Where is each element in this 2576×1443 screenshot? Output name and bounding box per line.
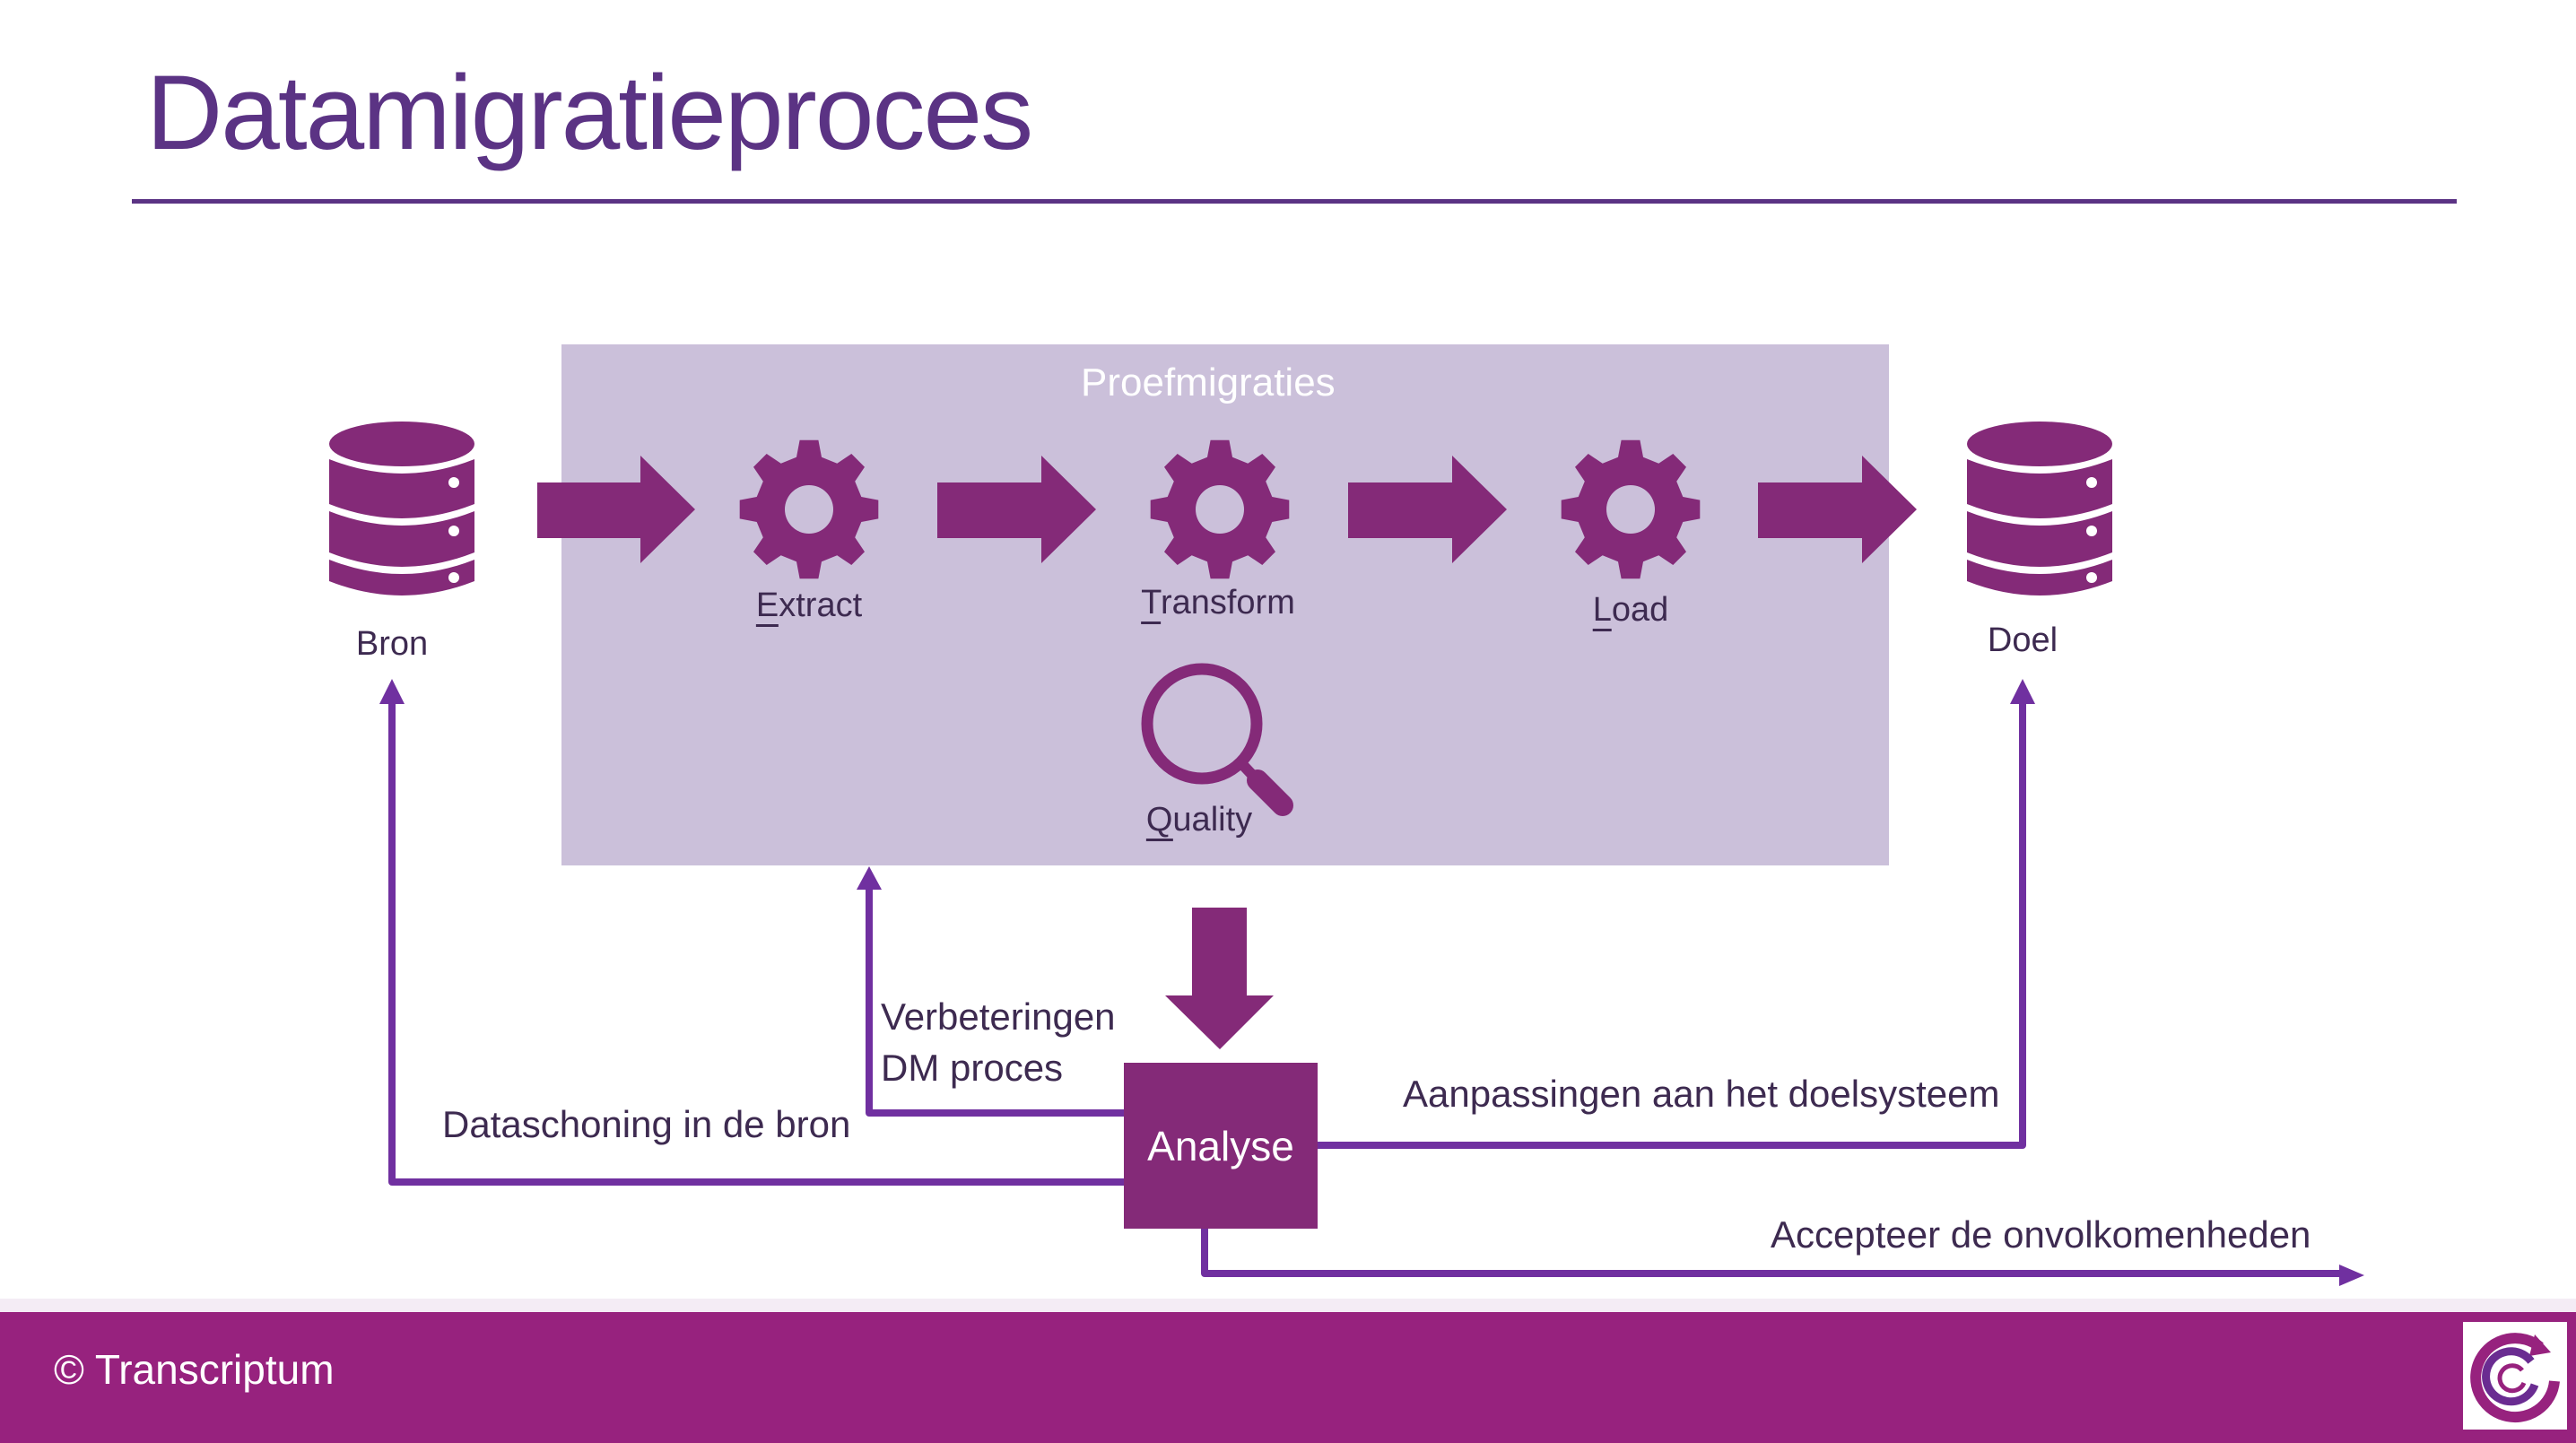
footer-copyright: © Transcriptum — [54, 1346, 335, 1393]
arrowhead-doel — [2010, 679, 2035, 704]
quality-accel: Q — [1145, 801, 1173, 841]
transform-label: Transform — [1141, 584, 1295, 624]
transcriptum-logo-icon — [2463, 1322, 2567, 1430]
load-label: Load — [1592, 591, 1668, 631]
flow-arrow-to-analyse — [1165, 908, 1274, 1049]
doel-database-icon — [1967, 422, 2112, 595]
connector-to-doel — [1318, 704, 2026, 1149]
arrowhead-accept — [2339, 1265, 2364, 1286]
arrowhead-proces — [857, 866, 882, 890]
extract-gear-icon — [739, 439, 879, 579]
extract-label: Extract — [755, 587, 862, 627]
adjust-target-label: Aanpassingen aan het doelsysteem — [1403, 1073, 2000, 1115]
footer-bar — [0, 1312, 2576, 1443]
flow-arrow-load-doel — [1758, 456, 1917, 563]
slide-title: Datamigratieproces — [146, 54, 1033, 172]
load-gear-icon — [1561, 439, 1701, 579]
improve-process-label-line2: DM proces — [881, 1047, 1064, 1089]
improve-process-label-line1: Verbeteringen — [881, 995, 1116, 1038]
flow-arrow-transform-load — [1348, 456, 1507, 563]
analyse-label: Analyse — [1147, 1122, 1294, 1169]
title-divider — [132, 199, 2457, 204]
bron-database-icon — [329, 422, 474, 595]
flow-arrow-extract-transform — [937, 456, 1096, 563]
quality-label: Quality — [1145, 801, 1252, 841]
connector-accept — [1201, 1229, 2341, 1277]
load-accel: L — [1592, 591, 1612, 631]
doel-label: Doel — [1987, 622, 2058, 659]
bron-label: Bron — [355, 625, 429, 663]
proefmigraties-label: Proefmigraties — [1081, 361, 1336, 404]
connector-to-bron — [388, 704, 1124, 1186]
flow-arrow-bron-extract — [537, 456, 695, 563]
extract-accel: E — [755, 587, 779, 627]
transform-gear-icon — [1150, 439, 1290, 579]
cleanse-source-label: Dataschoning in de bron — [442, 1103, 851, 1145]
magnifier-icon — [1141, 663, 1293, 816]
accept-label: Accepteer de onvolkomenheden — [1771, 1213, 2311, 1256]
transform-accel: T — [1141, 584, 1161, 624]
connector-to-proces — [866, 888, 1124, 1117]
analyse-box: Analyse — [1124, 1063, 1318, 1229]
footer-accent-band — [0, 1299, 2576, 1312]
arrowhead-bron — [379, 679, 405, 704]
